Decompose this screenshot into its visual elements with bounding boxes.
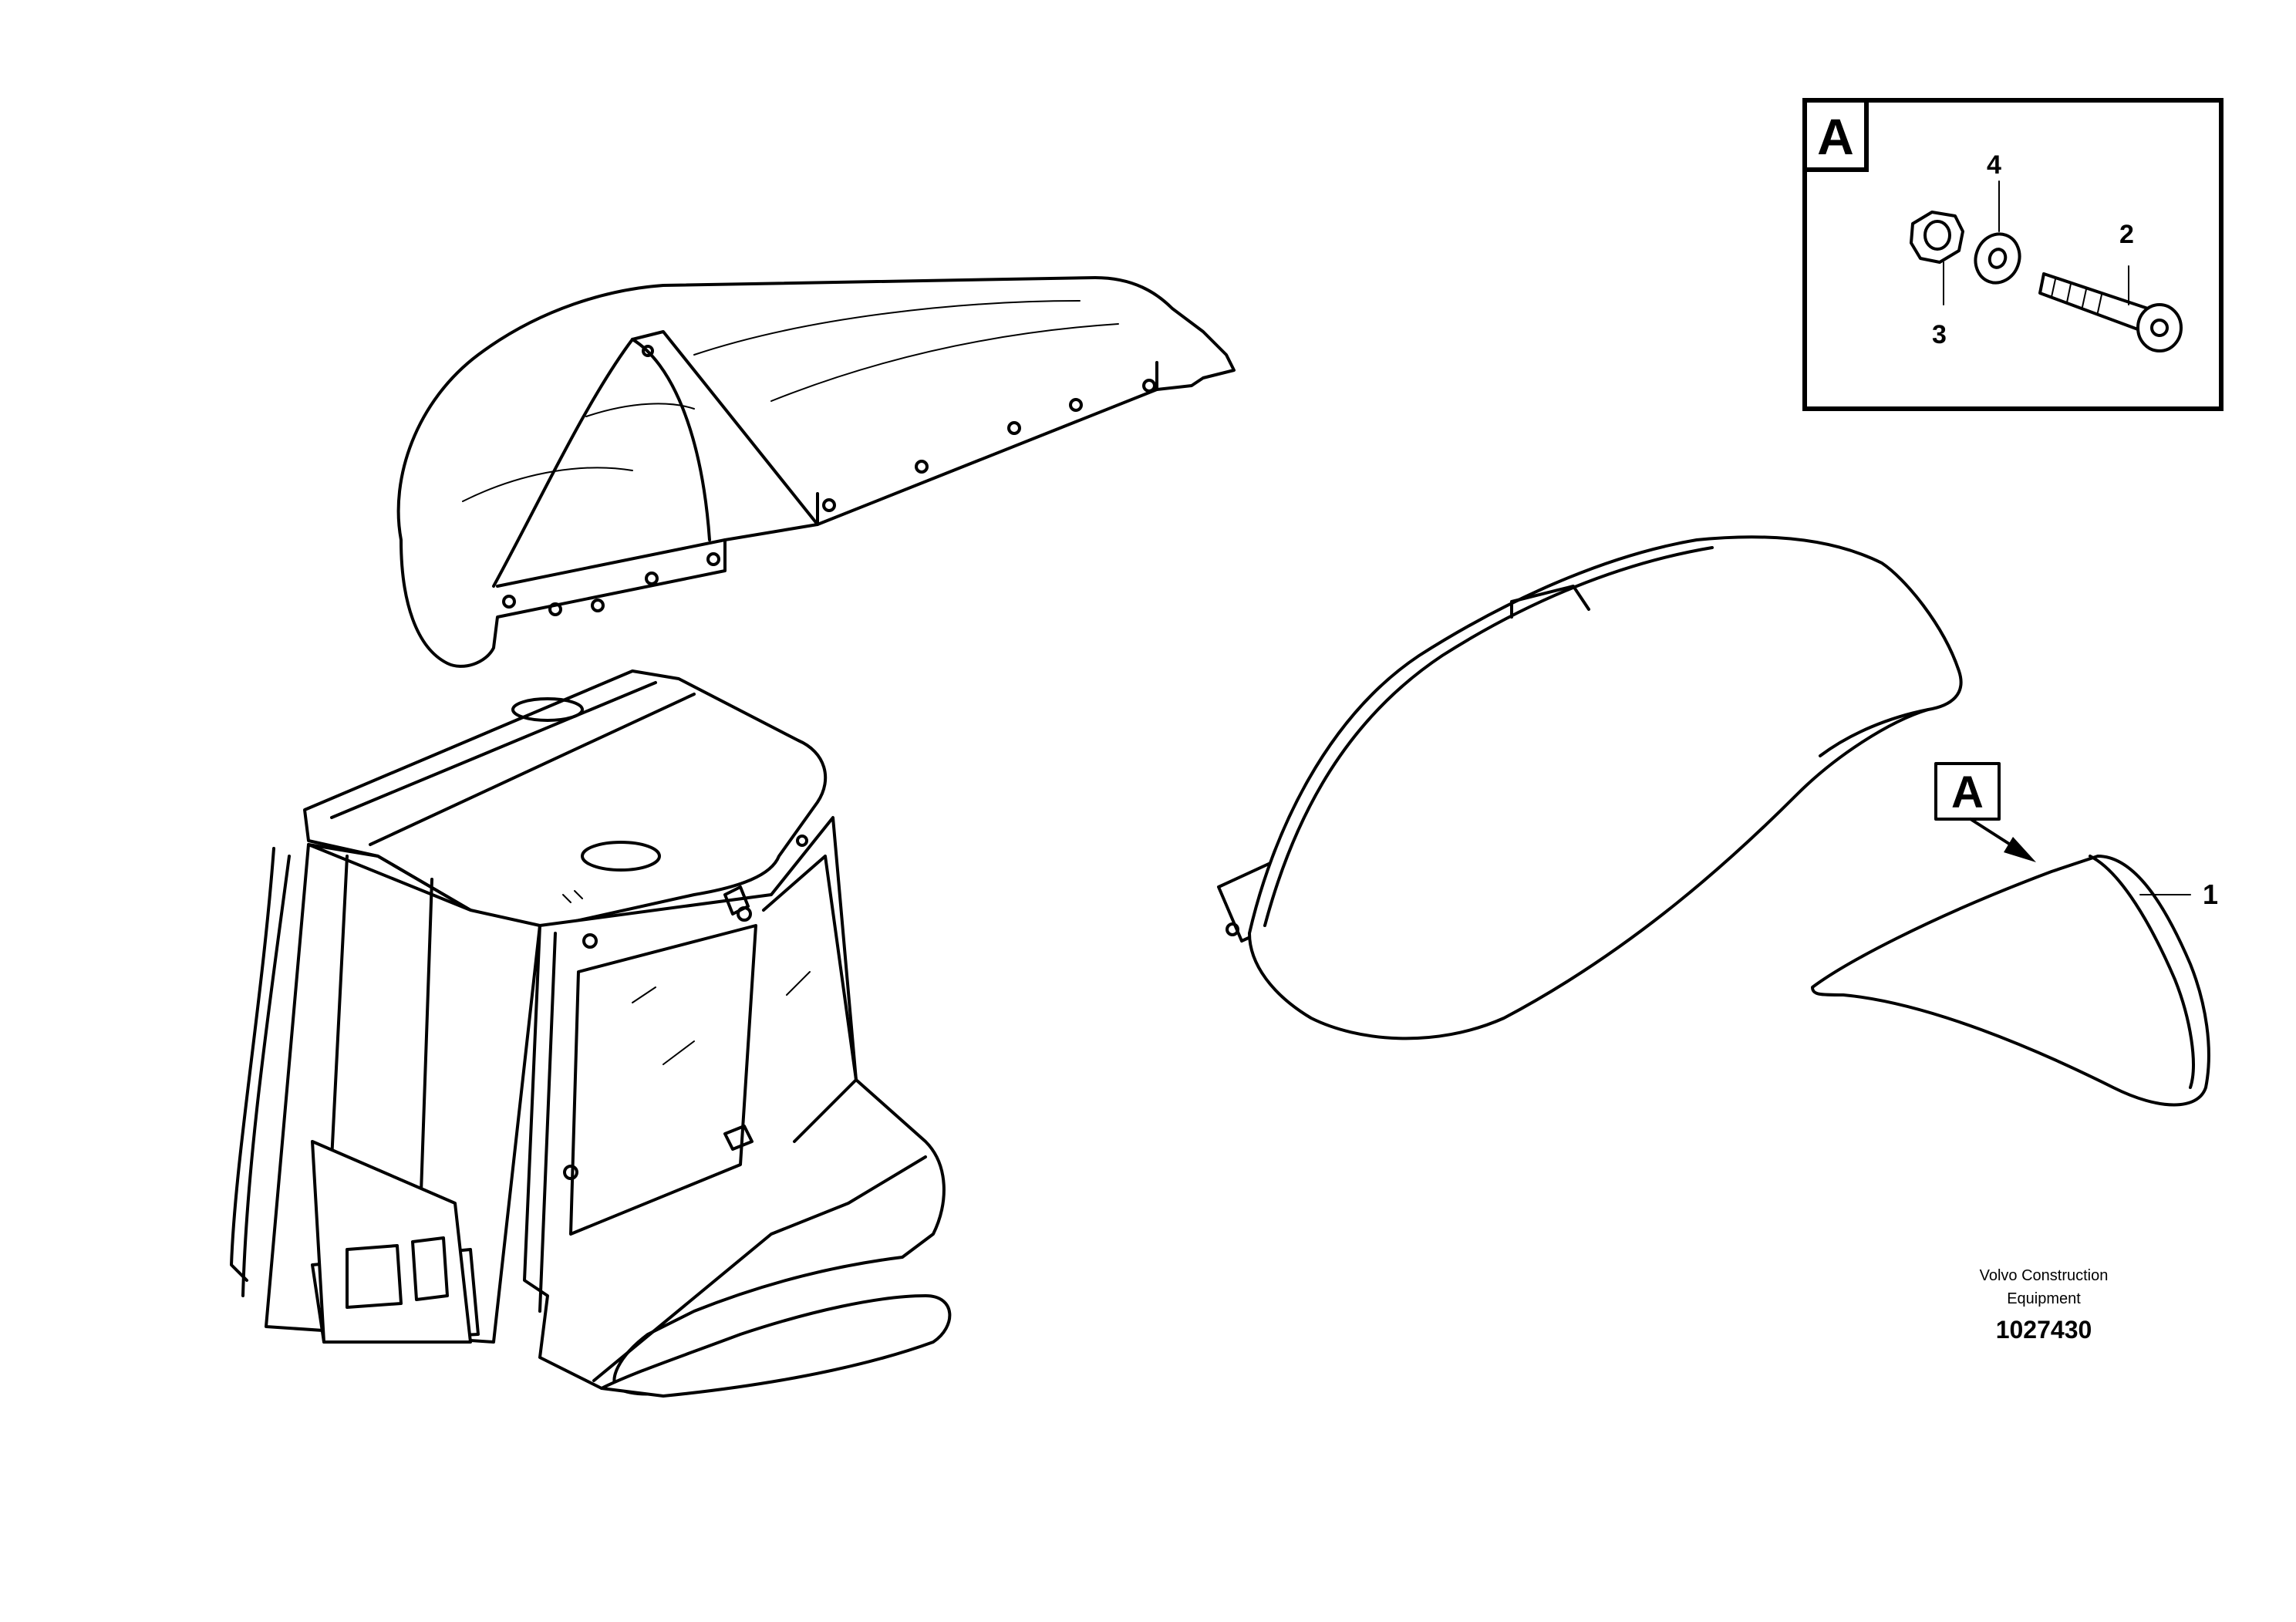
view-a-marker: A — [1934, 762, 2036, 862]
callout-3-label: 3 — [1932, 320, 1947, 349]
view-a-box — [1934, 762, 2001, 821]
title-block: Volvo Construction Equipment 1027430 — [1980, 1267, 2109, 1344]
cab-assembly — [230, 669, 952, 1398]
part-1-fender-extension — [1811, 855, 2210, 1107]
engine-hood-panel — [396, 276, 1236, 668]
washer-part-4: 4 — [1974, 150, 2021, 285]
detail-letter: A — [1817, 108, 1854, 165]
view-a-letter: A — [1951, 767, 1984, 818]
callout-1-label: 1 — [2203, 878, 2218, 910]
detail-view-a: A 3 4 2 — [1802, 98, 2224, 411]
view-a-arrow-icon — [2004, 837, 2036, 862]
callout-4-label: 4 — [1987, 150, 2001, 180]
company-name-line2: Equipment — [2007, 1290, 2081, 1307]
detail-letter-box — [1802, 98, 1869, 172]
drawing-number: 1027430 — [1996, 1316, 2092, 1344]
callout-1: 1 — [2139, 878, 2218, 910]
callout-2-label: 2 — [2119, 220, 2134, 249]
rear-fender — [1217, 535, 1963, 1040]
nut-part-3: 3 — [1910, 211, 1964, 349]
company-name-line1: Volvo Construction — [1980, 1267, 2109, 1284]
bolt-part-2: 2 — [2038, 220, 2183, 352]
